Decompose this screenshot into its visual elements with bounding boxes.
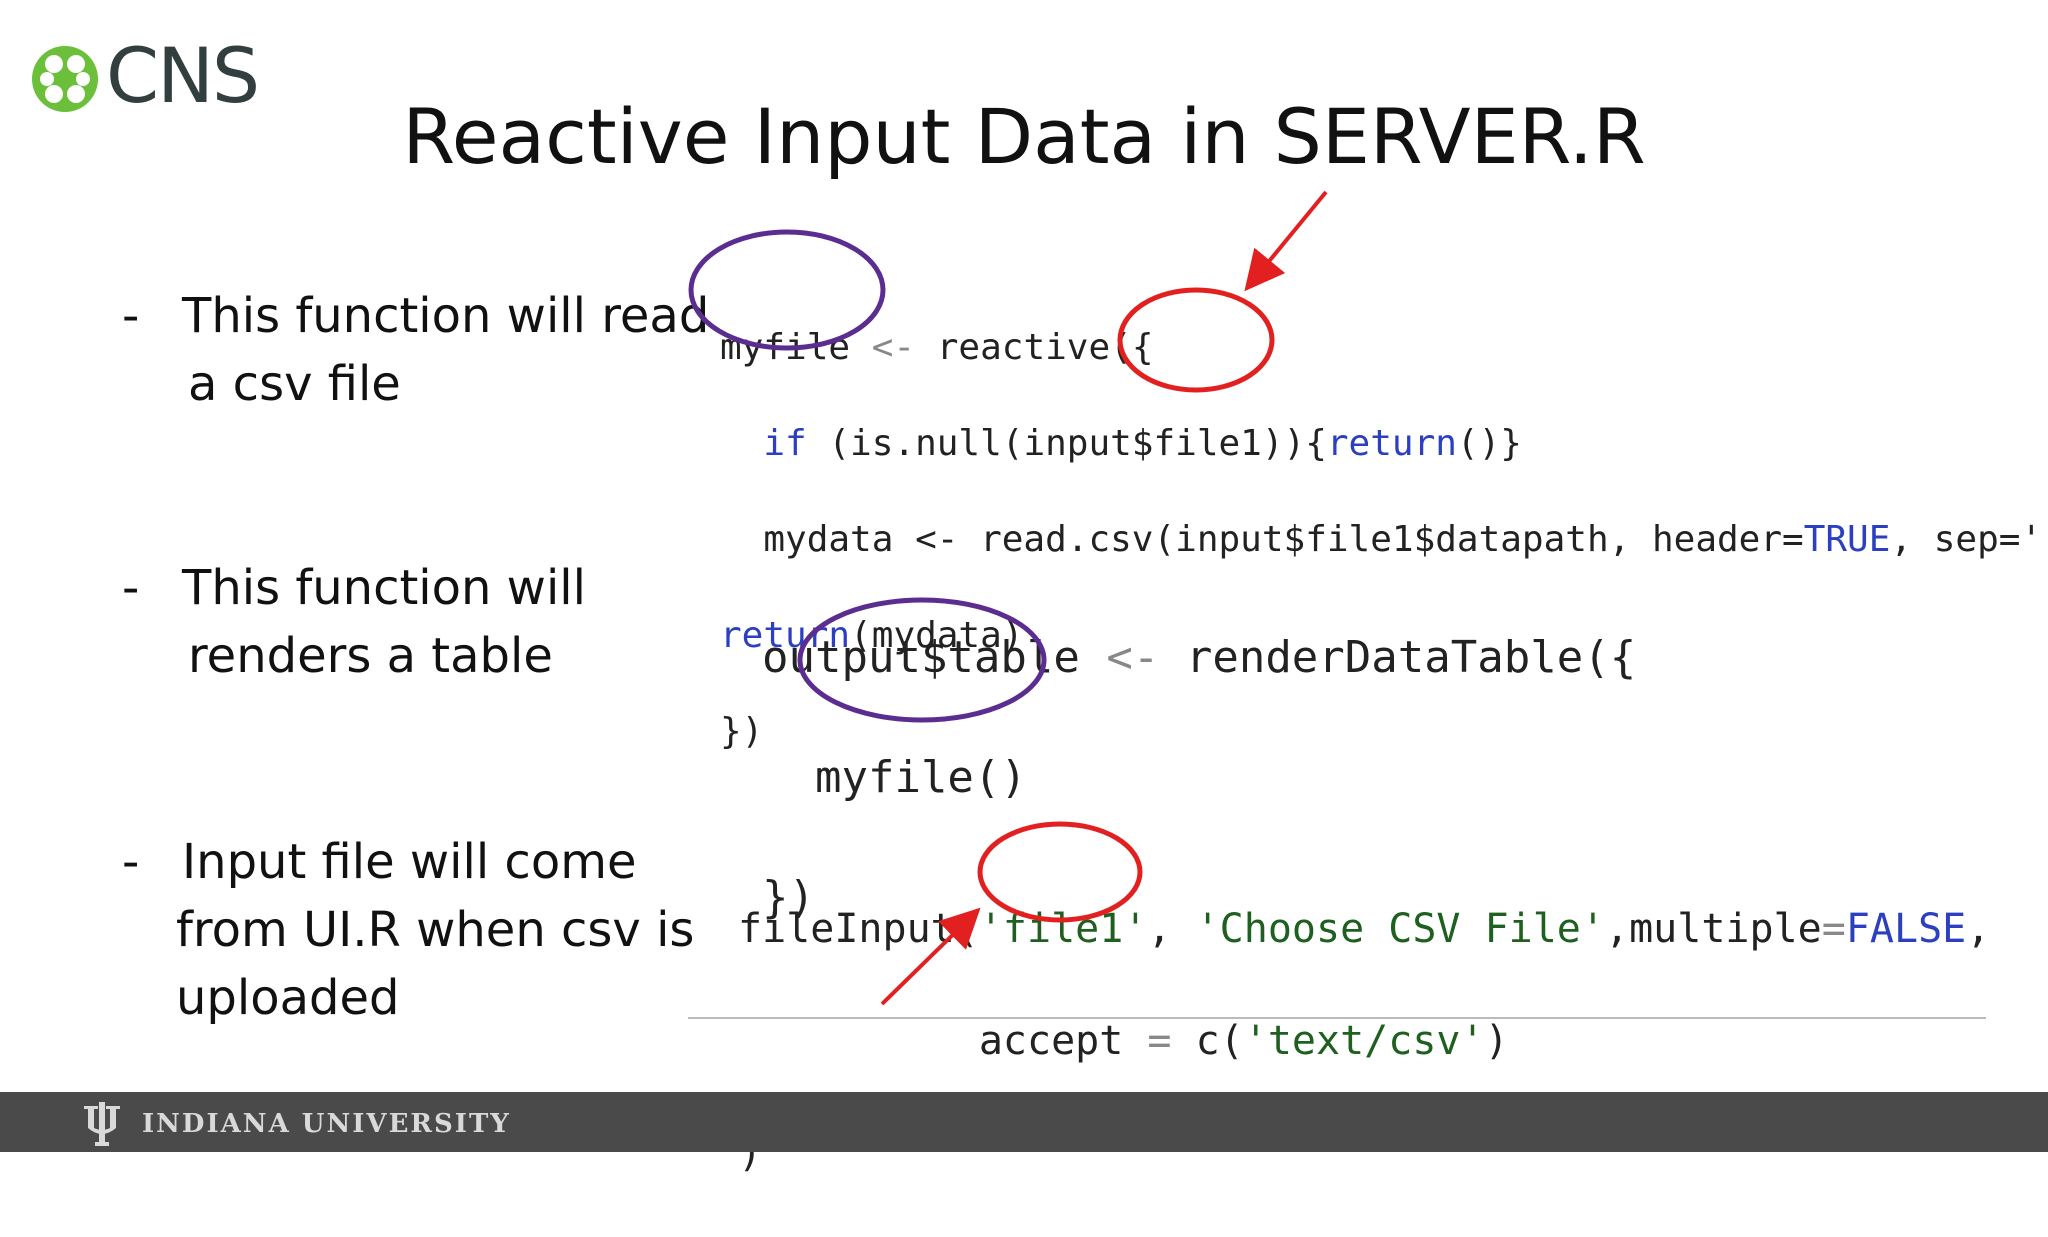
code-line: myfile <- reactive({ bbox=[720, 324, 2048, 372]
bullet-render-table: - This function will renders a table bbox=[0, 554, 700, 694]
code-token: , bbox=[1147, 906, 1196, 952]
code-block-fileinput: fileInput('file1', 'Choose CSV File',mul… bbox=[738, 845, 1990, 1237]
code-token: <- bbox=[850, 327, 937, 368]
cns-logo: CNS bbox=[30, 36, 260, 120]
code-token: c( bbox=[1171, 1018, 1244, 1064]
red-arrow-top bbox=[1244, 190, 1328, 292]
code-token: renderDataTable({ bbox=[1159, 632, 1637, 683]
code-line: output$table <- renderDataTable({ bbox=[762, 628, 1636, 688]
bullet-dash: - bbox=[122, 834, 140, 890]
code-token: (is.null(input$file1)){ bbox=[828, 423, 1327, 464]
code-line: mydata <- read.csv(input$file1$datapath,… bbox=[720, 516, 2048, 564]
code-token: fileInput( bbox=[738, 906, 979, 952]
code-token: mydata <- read.csv(input$file1$datapath,… bbox=[720, 519, 1804, 560]
code-token: output$table bbox=[762, 632, 1107, 683]
code-line: }) bbox=[762, 872, 815, 923]
bullet-input-file: - Input file will come from UI.R when cs… bbox=[0, 828, 700, 1038]
code-token: return bbox=[1326, 423, 1457, 464]
code-token: 'file1' bbox=[978, 906, 1148, 952]
bullet-line: This function will bbox=[182, 560, 586, 616]
code-token: reactive({ bbox=[936, 327, 1154, 368]
code-token: = bbox=[1821, 906, 1846, 952]
code-line: myfile() bbox=[762, 752, 1027, 803]
code-token: , sep=',' bbox=[1890, 519, 2048, 560]
code-token: myfile bbox=[720, 327, 851, 368]
code-token: ,multiple bbox=[1604, 906, 1822, 952]
slide-title-text: Reactive Input Data in SERVER.R bbox=[402, 92, 1646, 181]
bullet-read-csv: - This function will read a csv file bbox=[0, 282, 709, 422]
bullet-line: uploaded bbox=[176, 970, 400, 1026]
bullet-line: from UI.R when csv is bbox=[176, 902, 695, 958]
code-line: }) bbox=[720, 711, 764, 752]
logo-text: CNS bbox=[106, 31, 260, 120]
code-line: accept = c('text/csv') bbox=[738, 1013, 1990, 1069]
bullet-line: This function will read bbox=[182, 288, 710, 344]
bullet-line: a csv file bbox=[188, 356, 401, 412]
code-token: ()} bbox=[1456, 423, 1522, 464]
code-token: FALSE bbox=[1845, 906, 1967, 952]
code-token: , bbox=[1966, 906, 1991, 952]
iu-trident-icon bbox=[84, 1102, 120, 1146]
footer-bar: INDIANA UNIVERSITY bbox=[0, 1092, 2048, 1152]
bullet-line: renders a table bbox=[188, 628, 553, 684]
code-token: 'Choose CSV File' bbox=[1195, 906, 1605, 952]
bullet-dash: - bbox=[122, 560, 140, 616]
bullet-dash: - bbox=[122, 288, 140, 344]
code-line: fileInput('file1', 'Choose CSV File',mul… bbox=[738, 901, 1990, 957]
slide-title: Reactive Input Data in SERVER.R bbox=[0, 92, 2048, 182]
code-token: 'text/csv' bbox=[1243, 1018, 1485, 1064]
code-token: if bbox=[720, 423, 829, 464]
cns-clover-logo-icon bbox=[32, 46, 98, 112]
footer-institution: INDIANA UNIVERSITY bbox=[142, 1109, 511, 1139]
code-token: ) bbox=[1484, 1018, 1509, 1064]
code-token: TRUE bbox=[1803, 519, 1891, 560]
divider-line bbox=[688, 1017, 1986, 1019]
code-token: accept bbox=[738, 1018, 1148, 1064]
code-token: <- bbox=[1106, 632, 1160, 683]
code-token: = bbox=[1147, 1018, 1172, 1064]
code-line: if (is.null(input$file1)){return()} bbox=[720, 420, 2048, 468]
bullet-line: Input file will come bbox=[182, 834, 637, 890]
